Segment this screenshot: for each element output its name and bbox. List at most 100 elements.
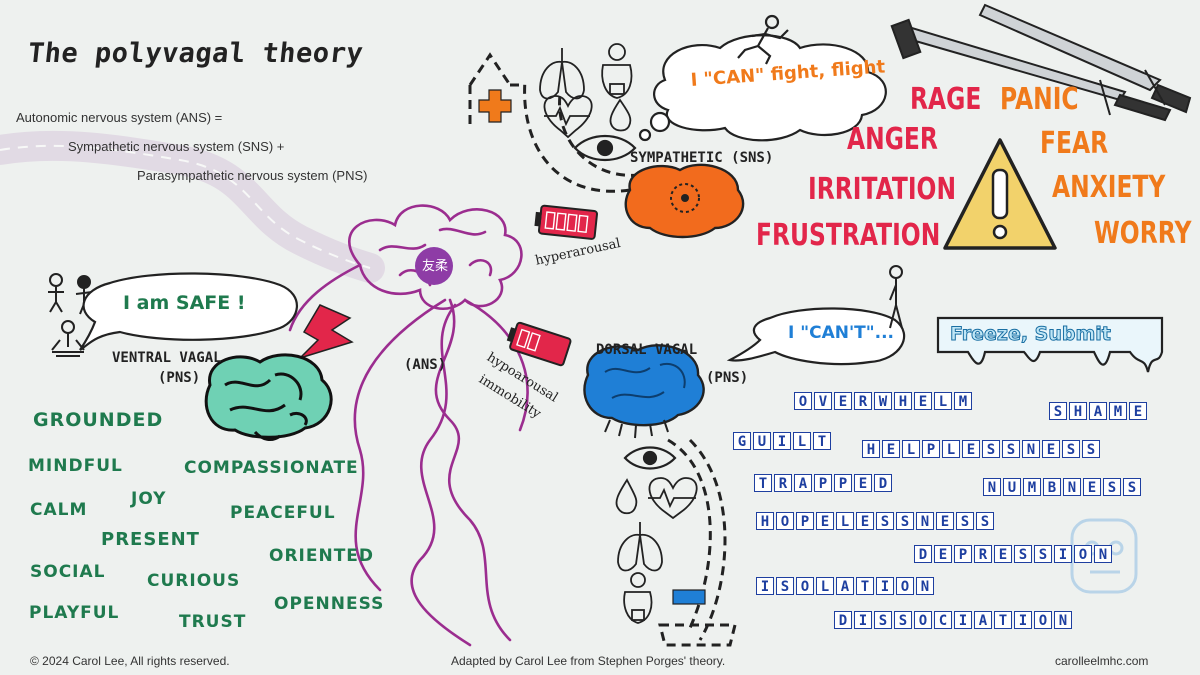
letter-box: N [916,512,934,530]
heart-icon [543,95,593,139]
letter-box: H [756,512,774,530]
letter-box: E [856,512,874,530]
letter-box: I [854,611,872,629]
letter-box: S [1103,478,1121,496]
state-calm: CALM [30,500,88,520]
letter-box: U [1003,478,1021,496]
letter-box: S [894,611,912,629]
letter-box: I [876,577,894,595]
letter-box: E [882,440,900,458]
letter-box: S [1082,440,1100,458]
letter-box: R [974,545,992,563]
letter-box: E [834,392,852,410]
freeze-label: Freeze, Submit [950,323,1112,346]
swords-icon [890,3,1192,122]
lungs-icon [539,48,585,100]
letter-box: P [922,440,940,458]
letter-box: T [813,432,831,450]
letter-box: G [733,432,751,450]
state-grounded: GROUNDED [33,409,164,431]
battery-low-icon [506,321,572,367]
letter-box: H [894,392,912,410]
letter-box: L [816,577,834,595]
letter-box: O [896,577,914,595]
state-trust: TRUST [179,612,247,632]
footer-website: carolleelmhc.com [1055,654,1149,668]
letter-box: P [796,512,814,530]
letter-box: O [914,611,932,629]
letter-box: E [854,474,872,492]
letter-box: S [956,512,974,530]
letter-box: D [834,611,852,629]
letter-box: A [1089,402,1107,420]
ventral-brain [204,353,333,441]
sympathetic-thought-bubble [638,34,887,142]
stomach-icon [601,43,633,99]
sympathetic-brain [624,163,745,239]
plus-icon [478,89,512,123]
letter-box: H [1069,402,1087,420]
letter-box: D [874,474,892,492]
page-title: The polyvagal theory [26,38,365,69]
letter-box: E [914,392,932,410]
arrow-down-icon [658,438,737,647]
vagus-nerve-brain [288,204,529,647]
state-frustration: FRUSTRATION [756,218,941,253]
letter-box: A [974,611,992,629]
ventral-speech-bubble [79,272,298,351]
letter-box: R [854,392,872,410]
freeze-badge [936,316,1164,373]
letter-box: C [934,611,952,629]
letter-box: N [1022,440,1040,458]
meditating-person-icon [51,320,85,357]
state-peaceful: PEACEFUL [230,503,336,523]
dorsal-vagal-label: DORSAL VAGAL [596,342,698,358]
letter-box: S [976,512,994,530]
standing-person-icon [889,265,903,329]
letter-box: I [954,611,972,629]
state-present: PRESENT [101,529,200,550]
ans-definition-line-1: Autonomic nervous system (ANS) = [16,110,223,125]
eye-icon [573,135,637,161]
letter-box: E [994,545,1012,563]
state-rage: RAGE [910,82,982,117]
letter-box: I [773,432,791,450]
drop-icon [609,98,632,132]
letter-box: H [862,440,880,458]
footer-copyright: © 2024 Carol Lee, All rights reserved. [30,654,230,668]
minus-icon [672,589,706,605]
heart-icon-2 [648,477,698,520]
state-anger: ANGER [847,122,938,157]
state-playful: PLAYFUL [29,603,120,623]
footer-adapted: Adapted by Carol Lee from Stephen Porges… [451,654,726,668]
drop-icon-2 [615,478,638,515]
letter-box: O [796,577,814,595]
letter-box: N [1054,611,1072,629]
letter-box: N [1063,478,1081,496]
letter-box: N [983,478,1001,496]
letter-box: N [916,577,934,595]
letter-box: D [914,545,932,563]
state-panic: PANIC [1000,82,1079,117]
letter-box: N [1094,545,1112,563]
ans-definition-line-2: Sympathetic nervous system (SNS) + [68,139,285,154]
dorsal-pns-label: (PNS) [706,370,749,386]
warning-icon [943,138,1057,250]
letter-box: A [794,474,812,492]
letter-box: S [1014,545,1032,563]
letter-box: S [1034,545,1052,563]
letter-box: E [816,512,834,530]
letter-box: P [834,474,852,492]
lightning-icon [299,304,354,359]
letter-box: S [876,512,894,530]
state-joy: JOY [131,489,167,509]
state-social: SOCIAL [30,562,106,582]
letter-box: V [814,392,832,410]
